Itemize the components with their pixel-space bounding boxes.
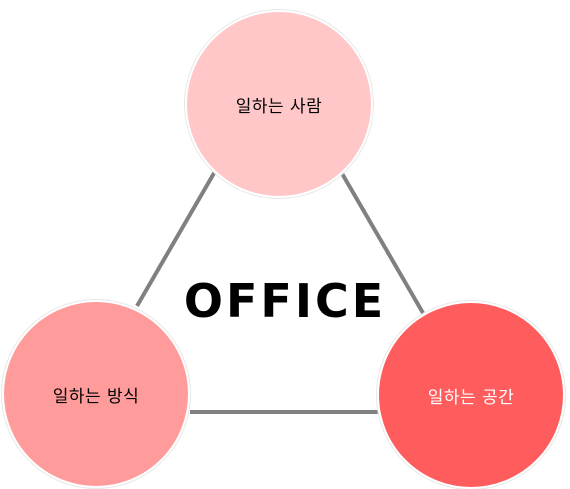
- edge-top-right: [338, 168, 425, 315]
- node-work-method-label: 일하는 방식: [52, 386, 140, 407]
- node-work-people-label: 일하는 사람: [235, 96, 323, 117]
- node-work-space: 일하는 공간: [377, 301, 565, 489]
- edge-top-left: [135, 166, 219, 308]
- node-work-people: 일하는 사람: [185, 10, 373, 198]
- node-work-method: 일하는 방식: [2, 300, 190, 488]
- center-title: OFFICE: [183, 274, 387, 328]
- node-work-space-label: 일하는 공간: [427, 387, 515, 408]
